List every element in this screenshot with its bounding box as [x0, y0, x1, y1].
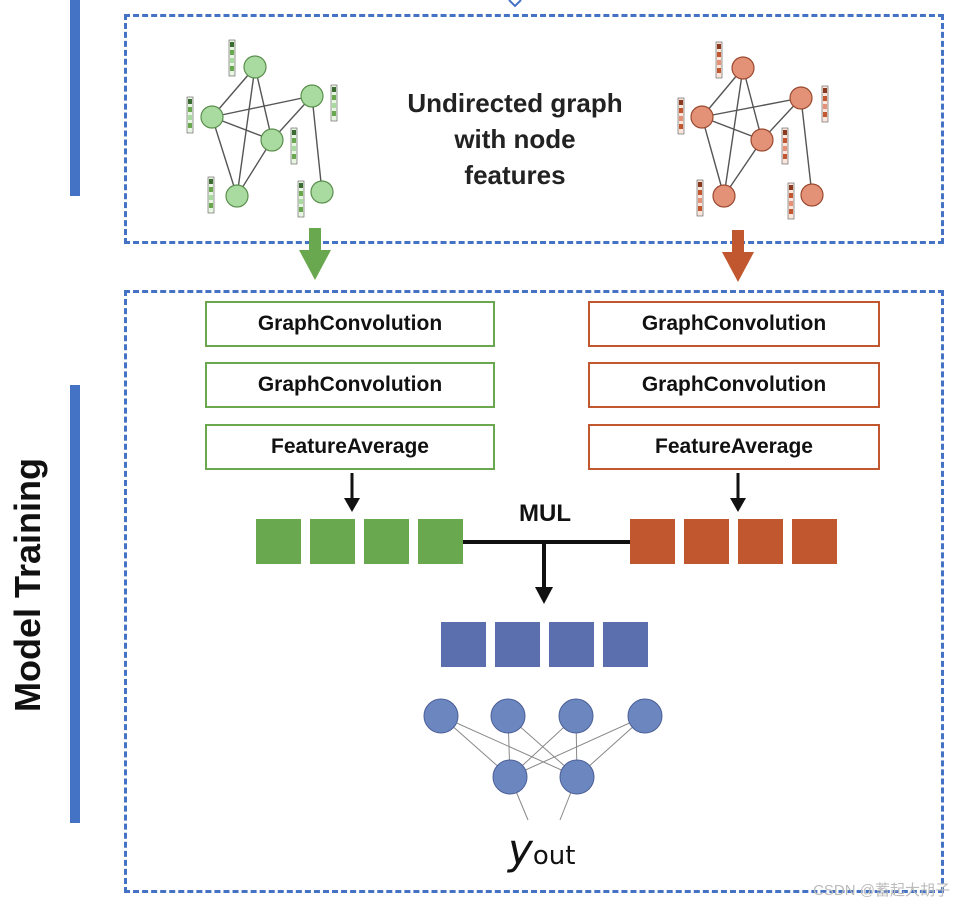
incoming-arrow-tip — [508, 0, 522, 8]
orange-node — [690, 105, 714, 129]
mlp-hidden-node — [558, 698, 594, 734]
graph-caption-line: Undirected graph — [407, 88, 623, 118]
mlp-output-node — [492, 759, 528, 795]
model-frame — [124, 290, 944, 893]
green-pool-arrow — [344, 473, 360, 512]
input-graphs-frame — [124, 14, 944, 244]
orange-pool-arrow — [730, 473, 746, 512]
combined-vector-cell — [549, 622, 594, 667]
green-feature-bars — [186, 39, 338, 218]
graph-caption-line: with node — [454, 124, 576, 154]
right-graph-conv-2: GraphConvolution — [588, 362, 880, 408]
combined-vector-cell — [603, 622, 648, 667]
watermark: CSDN @蓄起大胡子 — [813, 882, 950, 899]
output-label: yout — [508, 825, 575, 874]
mul-label: MUL — [519, 500, 571, 527]
mlp-connections — [440, 715, 646, 821]
green-node — [300, 84, 324, 108]
graph-caption: Undirected graph with node features — [380, 85, 650, 193]
orange-node — [731, 56, 755, 80]
graph-caption-line: features — [464, 160, 566, 190]
orange-vector-cell — [738, 519, 783, 564]
right-graph-conv-1: GraphConvolution — [588, 301, 880, 347]
top-section-bar — [70, 0, 80, 196]
green-vector-cell — [418, 519, 463, 564]
green-node — [310, 180, 334, 204]
green-node — [200, 105, 224, 129]
orange-node — [712, 184, 736, 208]
orange-vector-cell — [792, 519, 837, 564]
output-subscript: out — [532, 841, 576, 871]
orange-input-arrow — [722, 230, 754, 282]
orange-feature-bars — [677, 41, 829, 220]
green-graph-nodes — [200, 55, 334, 208]
green-vector-cell — [256, 519, 301, 564]
mlp-output-node — [559, 759, 595, 795]
green-node — [260, 128, 284, 152]
left-feature-average: FeatureAverage — [205, 424, 495, 470]
mlp-hidden-node — [423, 698, 459, 734]
orange-graph-nodes — [690, 56, 824, 208]
left-graph-conv-1: GraphConvolution — [205, 301, 495, 347]
green-vector-cell — [310, 519, 355, 564]
combined-vector-cell — [495, 622, 540, 667]
right-feature-average: FeatureAverage — [588, 424, 880, 470]
mlp-hidden-node — [627, 698, 663, 734]
green-input-arrow — [299, 228, 331, 280]
model-training-label: Model Training — [7, 457, 48, 713]
orange-vector-cell — [684, 519, 729, 564]
orange-node — [789, 86, 813, 110]
green-vector-cell — [364, 519, 409, 564]
output-symbol: y — [508, 825, 533, 874]
green-node — [243, 55, 267, 79]
orange-vector-cell — [630, 519, 675, 564]
orange-node — [800, 183, 824, 207]
mul-output-arrow — [535, 542, 553, 604]
left-graph-conv-2: GraphConvolution — [205, 362, 495, 408]
mlp-hidden-node — [490, 698, 526, 734]
orange-node — [750, 128, 774, 152]
green-node — [225, 184, 249, 208]
training-section-bar — [70, 385, 80, 823]
combined-vector-cell — [441, 622, 486, 667]
mlp-nodes — [423, 698, 663, 795]
